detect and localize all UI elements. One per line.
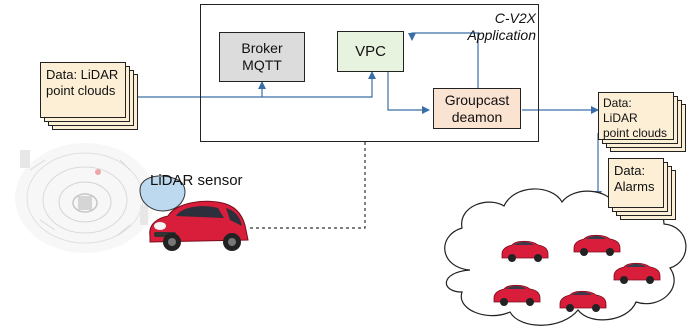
lidar-sensor-icon (139, 175, 186, 212)
vpc-box: VPC (337, 31, 404, 72)
input-data-label-line1: Data: LiDAR (46, 67, 119, 82)
alarms-label-line2: Alarms (614, 179, 655, 194)
application-title-line2: Application (467, 27, 537, 43)
dotted-connection-line (250, 142, 366, 229)
groupcast-label-line1: Groupcast (444, 92, 510, 108)
output-data-label-line2: point clouds (603, 126, 668, 140)
application-title-line1: C-V2X (494, 10, 536, 26)
application-title: C-V2X Application (438, 10, 537, 44)
car-icon (149, 200, 249, 251)
groupcast-label-line2: deamon (451, 109, 503, 125)
data-flow-arrows (128, 32, 602, 199)
cv2x-application-box (200, 4, 539, 142)
broker-mqtt-box: Broker MQTT (219, 32, 305, 82)
groupcast-deamon-box: Groupcast deamon (433, 88, 521, 129)
alarms-label-line1: Data: (614, 163, 646, 178)
broker-label-line2: MQTT (242, 57, 282, 73)
lidar-sensor-label: LiDAR sensor (150, 172, 243, 189)
broker-label-line1: Broker (241, 40, 283, 56)
car-icon (493, 234, 661, 312)
input-data-label-line2: point clouds (46, 83, 116, 98)
lidar-point-cloud-image (15, 143, 155, 253)
output-data-label-line1: Data: LiDAR (603, 96, 638, 125)
vpc-label: VPC (355, 43, 386, 60)
